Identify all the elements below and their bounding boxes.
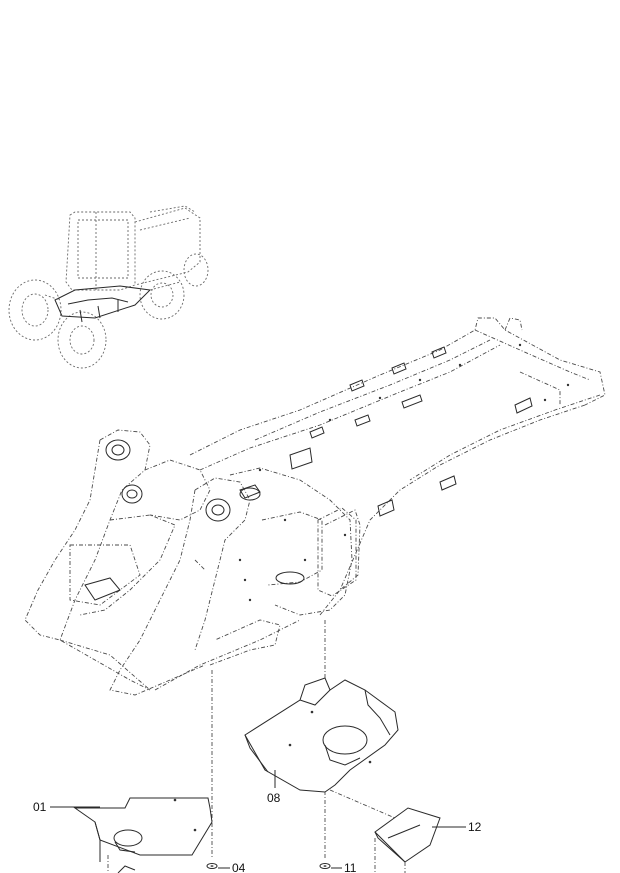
callout-12: 12 (468, 820, 482, 834)
part-08-guard-plate (244, 677, 399, 793)
part-12-bracket (374, 807, 441, 873)
part-01-plate (73, 797, 213, 873)
callout-11: 11 (344, 861, 357, 873)
callout-08: 08 (267, 791, 281, 805)
callout-04: 04 (232, 861, 246, 873)
chassis-frame (24, 317, 606, 696)
tractor-thumbnail (8, 205, 209, 369)
callout-leaders (50, 770, 466, 869)
part-04-washer (206, 863, 218, 869)
part-11-washer (319, 863, 331, 869)
callout-01: 01 (33, 800, 47, 814)
rivets (238, 343, 570, 602)
